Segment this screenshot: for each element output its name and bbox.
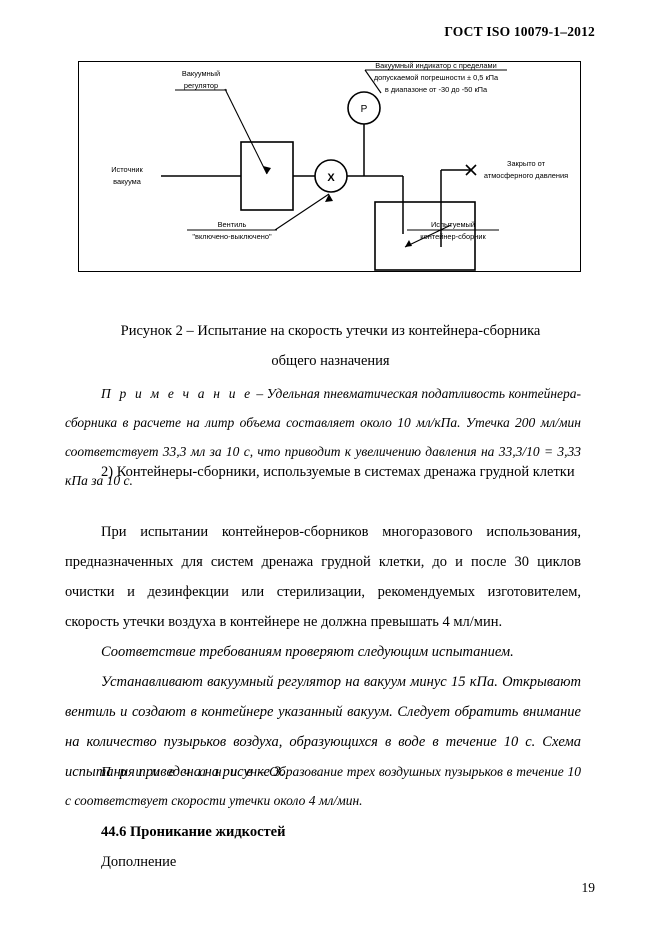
page-number: 19 [581, 880, 596, 895]
figure-2-diagram: P X Вакуумный регулятор Вакуумный индика… [111, 62, 568, 271]
leader-arrowheads [263, 166, 412, 247]
label-closed-atmosphere-2: атмосферного давления [484, 171, 568, 180]
container-rect [374, 201, 476, 271]
note-body-1: Удельная пневматическая податливость кон… [65, 386, 582, 488]
note-dash-1: – [256, 386, 264, 401]
label-vacuum-indicator-2: допускаемой погрешности ± 0,5 кПа [374, 73, 499, 82]
figure-caption: Рисунок 2 – Испытание на скорость утечки… [65, 316, 596, 376]
figure-2-frame: P X Вакуумный регулятор Вакуумный индика… [78, 61, 581, 272]
label-vacuum-source-2: вакуума [113, 177, 142, 186]
figure-caption-line-2: общего назначения [271, 353, 390, 369]
paragraph-reusable-containers: При испытании контейнеров-сборников мног… [65, 524, 581, 630]
label-closed-atmosphere-1: Закрыто от [507, 159, 546, 168]
list-item-2: 2) Контейнеры-сборники, используемые в с… [101, 464, 575, 480]
note-label-2: П р и м е ч а н и е [101, 764, 255, 779]
paragraph-procedure: Устанавливают вакуумный регулятор на вак… [65, 674, 581, 780]
leader-regulator [224, 88, 268, 175]
closed-port-cross-icon [465, 164, 477, 176]
note-dash-2: – [258, 764, 266, 779]
label-vacuum-regulator-2: регулятор [184, 81, 218, 90]
figure-caption-line-1: Рисунок 2 – Испытание на скорость утечки… [120, 323, 541, 339]
note-label-1: П р и м е ч а н и е [101, 386, 253, 401]
page-header: ГОСТ ISO 10079-1–2012 [444, 24, 595, 39]
section-heading-44-6: 44.6 Проникание жидкостей [101, 824, 286, 840]
label-valve-1: Вентиль [218, 220, 247, 229]
note-body-2: Образование трех воздушных пузырьков в т… [65, 764, 582, 808]
regulator-box [240, 141, 294, 211]
label-valve-2: "включено-выключено" [192, 232, 272, 241]
label-vacuum-source-1: Источник [111, 165, 143, 174]
label-vacuum-regulator-1: Вакуумный [182, 69, 220, 78]
gauge-circle [347, 91, 381, 125]
label-vacuum-indicator-1: Вакуумный индикатор с пределами [375, 62, 497, 70]
note-paragraph-2: П р и м е ч а н и е – Образование трех в… [65, 757, 581, 815]
leader-valve [274, 193, 330, 231]
note-paragraph-1: П р и м е ч а н и е – Удельная пневматич… [65, 379, 581, 495]
gauge-symbol-label: P [361, 104, 368, 115]
paragraph-compliance: Соответствие требованиям проверяют следу… [101, 644, 514, 660]
label-vacuum-indicator-3: в диапазоне от -30 до -50 кПа [385, 85, 488, 94]
label-test-container-2: контейнер-сборник [420, 232, 486, 241]
valve-symbol-label: X [327, 172, 335, 184]
section-body-addition: Дополнение [101, 854, 177, 870]
leader-indicator [364, 69, 382, 94]
leader-container [404, 224, 452, 248]
label-test-container-1: Испытуемый [431, 220, 475, 229]
